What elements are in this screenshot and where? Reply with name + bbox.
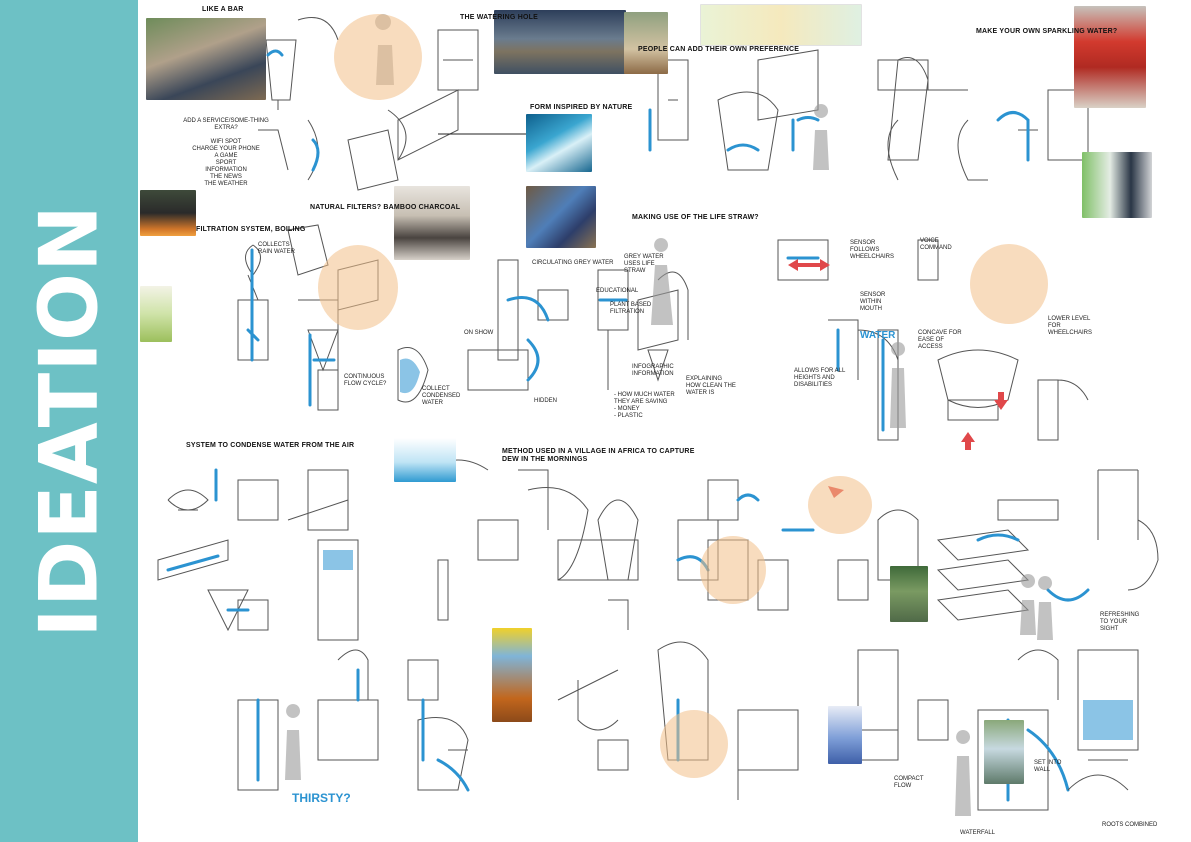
annotation-on-show: ON SHOW (464, 330, 494, 336)
annotation-extra-service: ADD A SERVICE/SOME-THING EXTRA? WIFI SPO… (183, 118, 269, 187)
heading-own-preference: PEOPLE CAN ADD THEIR OWN PREFERENCE (638, 46, 800, 53)
photo-wave (526, 114, 592, 172)
heading-dew-village: METHOD USED IN A VILLAGE IN AFRICA TO CA… (502, 448, 695, 463)
highlight-blob (318, 245, 398, 330)
photo-sparkling-bottles (1082, 152, 1152, 218)
heading-condense-air: SYSTEM TO CONDENSE WATER FROM THE AIR (186, 442, 355, 449)
photo-flavour-infographic (700, 4, 862, 46)
sketch-fountain-row2 (707, 469, 1159, 621)
annotation-waterfall: WATERFALL (960, 830, 996, 836)
sidebar-band: IDEATION (0, 0, 138, 842)
heading-like-a-bar: LIKE A BAR (202, 6, 244, 13)
annotation-saving: - HOW MUCH WATER THEY ARE SAVING - MONEY… (614, 392, 675, 419)
sketch-filtration-row (237, 224, 689, 411)
annotation-rain-water: COLLECTS RAIN WATER (258, 242, 295, 255)
annotation-continuous-flow: CONTINUOUS FLOW CYCLE? (344, 374, 387, 387)
annotation-compact-flow: COMPACT FLOW (894, 776, 924, 789)
annotation-circulating-grey: CIRCULATING GREY WATER (532, 260, 614, 266)
sketch-bar-unit (265, 17, 479, 161)
annotation-all-heights: ALLOWS FOR ALL HEIGHTS AND DISABILITIES (794, 368, 846, 388)
page-title: IDEATION (22, 204, 116, 638)
annotation-concave: CONCAVE FOR EASE OF ACCESS (918, 330, 962, 350)
annotation-water: WATER (860, 330, 896, 341)
photo-waterfall-wall (984, 720, 1024, 784)
photo-soda-maker (1074, 6, 1146, 108)
highlight-blob (660, 710, 728, 778)
photo-charcoal-filters (394, 186, 470, 260)
photo-water-bottle (828, 706, 862, 764)
annotation-wheelchair-level: LOWER LEVEL FOR WHEELCHAIRS (1048, 316, 1093, 336)
sketch-drawings (157, 14, 1159, 816)
annotation-hidden: HIDDEN (534, 398, 558, 404)
sketch-accessibility (777, 239, 1089, 441)
annotation-wheelchair-sensor: SENSOR FOLLOWS WHEELCHAIRS (850, 240, 895, 260)
highlight-blob (700, 536, 766, 604)
annotation-set-into-wall: SET INTO WALL (1034, 760, 1062, 773)
photo-garden-fountain (890, 566, 928, 622)
annotation-grey-straw: GREY WATER USES LIFE STRAW (624, 254, 664, 274)
highlight-blob (334, 14, 422, 100)
heading-form-nature: FORM INSPIRED BY NATURE (530, 104, 633, 111)
annotation-voice-command: VOICE COMMAND (920, 238, 952, 251)
heading-filtration-boiling: FILTRATION SYSTEM, BOILING (196, 226, 306, 233)
photo-life-straw (526, 186, 596, 248)
annotation-refreshing-sight: REFRESHING TO YOUR SIGHT (1100, 612, 1140, 632)
ideation-board: LIKE A BAR THE WATERING HOLE PEOPLE CAN … (138, 0, 1191, 842)
photo-boiling-pot (140, 190, 196, 236)
highlight-blob (808, 476, 872, 534)
annotation-condensed-water: COLLECT CONDENSED WATER (422, 386, 461, 406)
annotation-thirsty: THIRSTY? (292, 791, 351, 805)
heading-natural-filters: NATURAL FILTERS? BAMBOO CHARCOAL (310, 204, 461, 211)
sketch-condense-row (157, 459, 719, 641)
heading-life-straw: MAKING USE OF THE LIFE STRAW? (632, 214, 759, 221)
photo-beer-bar (146, 18, 266, 100)
highlight-blob (970, 244, 1048, 324)
photo-solar-still (492, 628, 532, 722)
annotation-roots-combined: ROOTS COMBINED (1102, 822, 1158, 828)
sketch-row1-fountains (258, 49, 1089, 191)
heading-watering-hole: THE WATERING HOLE (460, 14, 538, 21)
annotation-mouth-sensor: SENSOR WITHIN MOUTH (860, 292, 886, 312)
annotation-educational: EDUCATIONAL (596, 288, 639, 294)
photo-drinks-dispenser (624, 12, 668, 74)
heading-sparkling-water: MAKE YOUR OWN SPARKLING WATER? (976, 28, 1118, 35)
photo-filter-diagram (140, 286, 172, 342)
sketch-figures (285, 14, 1053, 816)
photo-dew-collector (394, 438, 456, 482)
photo-watering-hole (494, 10, 626, 74)
annotation-infographic: INFOGRAPHIC INFORMATION (632, 364, 674, 377)
annotation-plant-filtration: PLANT BASED FILTRATION (610, 302, 652, 315)
annotation-how-clean: EXPLAINING HOW CLEAN THE WATER IS (686, 376, 736, 396)
